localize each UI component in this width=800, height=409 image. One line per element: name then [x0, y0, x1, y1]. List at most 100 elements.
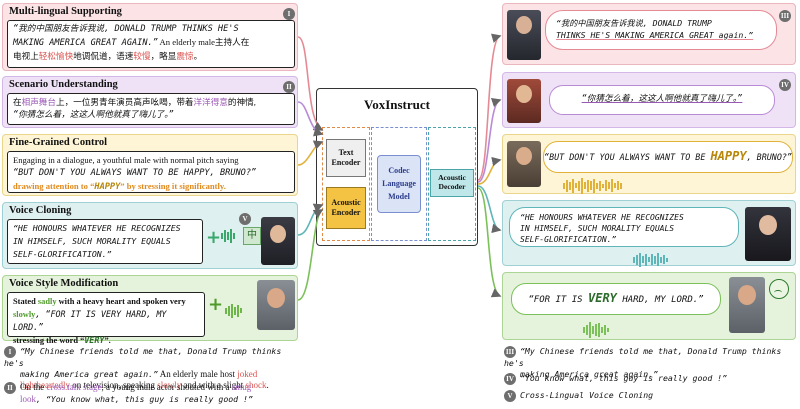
- roman-badge-iv: IV: [779, 79, 791, 91]
- legend-v: V Cross-Lingual Voice Cloning: [504, 390, 798, 402]
- codec-lm-label: Codec Language Model: [382, 166, 416, 201]
- legend-iii: III“My Chinese friends told me that, Don…: [504, 346, 798, 380]
- cloning-title: Voice Cloning: [9, 205, 72, 216]
- o5-a: “FOR IT IS: [528, 295, 588, 305]
- legend-roman-i: I: [4, 346, 16, 358]
- output-5-speaker-photo: [729, 277, 765, 333]
- acoustic-encoder-label: Acoustic Encoder: [331, 198, 361, 217]
- legend-i: I“My Chinese friends told me that, Donal…: [4, 346, 300, 391]
- fg-line1: Engaging in a dialogue, a youthful male …: [13, 155, 239, 165]
- o5-c: HARD, MY LORD.”: [616, 295, 704, 305]
- waveform-icon: [221, 225, 236, 244]
- sad-face-icon: [769, 279, 789, 299]
- legend-roman-v: V: [504, 390, 516, 402]
- o4-l3: SELF-GLORIFICATION.”: [520, 235, 617, 244]
- legend-ii-stage: cross talk stage: [46, 382, 102, 392]
- o4-l1: “HE HONOURS WHATEVER HE RECOGNIZES: [520, 213, 684, 222]
- multilingual-title: Multi-lingual Supporting: [9, 6, 122, 17]
- decoder-group: [428, 127, 476, 241]
- o4-l2: IN HIMSELF, SUCH MORALITY EQUALS: [520, 224, 675, 233]
- o1-text1: “我的中国朋友告诉我说, DONALD TRUMP: [556, 18, 712, 28]
- ml-text-b: 轻松愉快: [38, 51, 74, 61]
- sc-e: 的神情,: [227, 97, 256, 107]
- scenario-panel: Scenario Understanding II 在相声舞台上，一位男青年演员…: [2, 76, 298, 128]
- legend-ii-text3: , “You know what, this guy is really goo…: [36, 394, 253, 404]
- cloning-panel: Voice Cloning “HE HONOURS WHATEVER HE RE…: [2, 202, 298, 269]
- output-2-speaker-photo: [507, 79, 541, 123]
- legend-iv-text: “You know what, this guy is really good …: [520, 373, 728, 383]
- lm-group: [371, 127, 427, 241]
- o3-happy: HAPPY: [710, 149, 747, 163]
- roman-badge-i: I: [283, 8, 295, 20]
- stylemod-panel: Voice Style Modification Stated sadly wi…: [2, 275, 298, 345]
- output-4-panel: “HE HONOURS WHATEVER HE RECOGNIZES IN HI…: [502, 200, 796, 267]
- o5-very: VERY: [588, 291, 617, 305]
- legend-i-text7: .: [266, 380, 269, 390]
- scenario-quote: “你猜怎么着，这这人啊他就真了嗨儿了。”: [13, 110, 174, 120]
- ml-text-a: 电视上: [13, 51, 39, 61]
- output-3-bubble: “BUT DON'T YOU ALWAYS WANT TO BE HAPPY, …: [543, 141, 793, 173]
- multilingual-panel: Multi-lingual Supporting I “我的中国朋友告诉我说, …: [2, 3, 298, 71]
- plus-icon: +: [206, 227, 222, 248]
- multilingual-quote-2: MAKING AMERICA GREAT AGAIN.”: [13, 38, 158, 48]
- legend-ii-text2: , a young male actor shouted with a: [101, 382, 232, 392]
- output-4-speaker-photo: [745, 207, 791, 261]
- chinese-char-icon: 中: [243, 227, 261, 245]
- legend-iii-text2: making America great again.”: [520, 369, 659, 379]
- codec-lm-block: Codec Language Model: [377, 155, 421, 213]
- output-1-bubble: “我的中国朋友告诉我说, DONALD TRUMP THINKS HE'S MA…: [545, 10, 777, 50]
- output-4-bubble: “HE HONOURS WHATEVER HE RECOGNIZES IN HI…: [509, 207, 739, 247]
- speaker-photo-man: [257, 280, 295, 330]
- output-3-waveform: [563, 175, 623, 194]
- sm-l3c: ”.: [104, 336, 111, 345]
- fg-l3c: ” by stressing it significantly.: [120, 181, 226, 191]
- scenario-bubble: 在相声舞台上，一位男青年演员高声吆喝，带着洋洋得意的神情, “你猜怎么着，这这人…: [7, 93, 295, 125]
- output-5-panel: “FOR IT IS VERY HARD, MY LORD.”: [502, 272, 796, 340]
- sm-very: VERY: [84, 335, 105, 345]
- sm-quote: , “FOR IT IS VERY HARD, MY LORD.”: [13, 309, 167, 332]
- sm-sadly: sadly: [37, 297, 57, 306]
- o1-text2: THINKS HE'S MAKING AMERICA GREAT again.”: [556, 30, 754, 40]
- output-5-waveform: [583, 319, 610, 338]
- legend-roman-ii: II: [4, 382, 16, 394]
- sm-l3a: stressing the word “: [13, 336, 85, 345]
- output-3-panel: “BUT DON'T YOU ALWAYS WANT TO BE HAPPY, …: [502, 134, 796, 194]
- acoustic-decoder-label: Acoustic Decoder: [438, 173, 466, 191]
- legend-ii-look: look: [20, 394, 37, 404]
- sm-slowly: slowly: [13, 310, 36, 319]
- legend-v-text: Cross-Lingual Voice Cloning: [520, 390, 654, 400]
- o3-a: “BUT DON'T YOU ALWAYS WANT TO BE: [544, 152, 711, 162]
- cloning-bubble: “HE HONOURS WHATEVER HE RECOGNIZES IN HI…: [7, 219, 203, 264]
- cl-l3: SELF-GLORIFICATION.”: [13, 249, 112, 259]
- acoustic-encoder-block: Acoustic Encoder: [326, 187, 366, 229]
- roman-badge-v: V: [239, 213, 251, 225]
- speaker-photo-woman: [261, 217, 295, 265]
- multilingual-quote-1: “我的中国朋友告诉我说, DONALD TRUMP THINKS HE'S: [13, 24, 239, 34]
- voxinstruct-model: VoxInstruct Text Encoder Acoustic Encode…: [316, 88, 478, 246]
- legend-i-text3: An elderly male host: [158, 369, 238, 379]
- scenario-title: Scenario Understanding: [9, 79, 118, 90]
- output-3-speaker-photo: [507, 141, 541, 187]
- legend-iv: IV “You know what, this guy is really goo…: [504, 373, 798, 385]
- sm-a: Stated: [13, 297, 38, 306]
- waveform-icon-2: [225, 300, 243, 319]
- model-title: VoxInstruct: [364, 97, 430, 112]
- sc-c: 上，一位男青年演员高声吆喝，带着: [56, 97, 194, 107]
- ml-text-e: ，略显: [150, 51, 177, 61]
- cl-l2: IN HIMSELF, SUCH MORALITY EQUALS: [13, 236, 171, 246]
- roman-badge-iii: III: [779, 10, 791, 22]
- output-2-panel: “你猜怎么着，这这人啊他就真了嗨儿了。” IV: [502, 72, 796, 128]
- legend-roman-iv: IV: [504, 373, 516, 385]
- legend-i-joked: joked: [237, 369, 258, 379]
- plus-icon-2: +: [208, 294, 224, 315]
- stylemod-bubble: Stated sadly with a heavy heart and spok…: [7, 292, 205, 345]
- output-2-bubble: “你猜怎么着，这这人啊他就真了嗨儿了。”: [549, 85, 775, 115]
- finegrained-panel: Fine-Grained Control Engaging in a dialo…: [2, 134, 298, 196]
- legend-iii-text1: “My Chinese friends told me that, Donald…: [504, 346, 782, 368]
- text-encoder-label: Text Encoder: [331, 148, 361, 167]
- sc-d: 洋洋得意: [193, 97, 228, 107]
- cl-l1: “HE HONOURS WHATEVER HE RECOGNIZES: [13, 223, 181, 233]
- sc-b: 相声舞台: [21, 97, 56, 107]
